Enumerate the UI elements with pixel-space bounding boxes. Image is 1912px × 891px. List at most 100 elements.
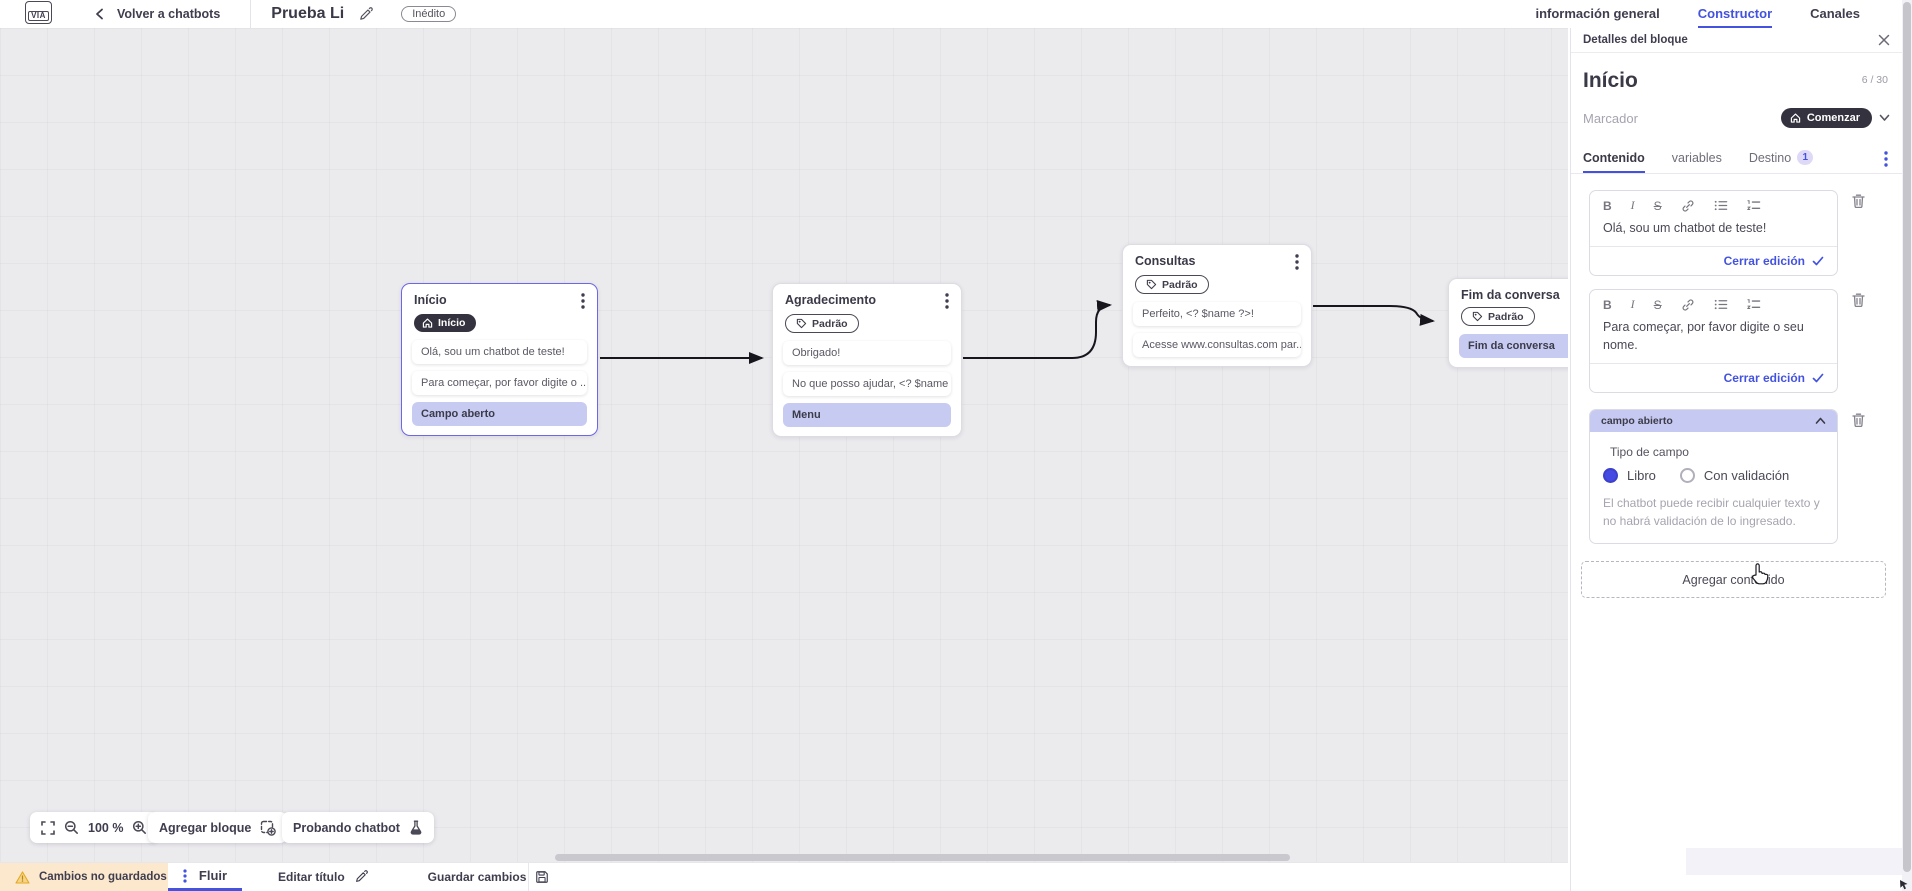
open-field-header[interactable]: campo abierto — [1590, 410, 1837, 433]
panel-title: Detalles del bloque — [1583, 34, 1688, 46]
zoom-controls: 100 % — [30, 812, 159, 843]
node-item[interactable]: Para começar, por favor digite o ... — [412, 371, 587, 395]
unsaved-changes-warning: Cambios no guardados — [0, 863, 168, 891]
open-field-section: campo abierto Tipo de campo Libro Con va… — [1589, 409, 1838, 545]
flow-node-consultas[interactable]: Consultas Padrão Perfeito, <? $name ?>! … — [1122, 244, 1312, 367]
check-icon — [1812, 374, 1824, 383]
bullet-list-icon[interactable] — [1714, 199, 1728, 212]
close-edit-button[interactable]: Cerrar edición — [1590, 246, 1837, 275]
home-icon — [1790, 113, 1800, 123]
node-menu-icon[interactable] — [1295, 254, 1299, 270]
editor-toolbar: B I S — [1590, 191, 1837, 216]
node-default-badge: Padrão — [785, 314, 859, 333]
tag-icon — [796, 318, 807, 329]
node-item-selected[interactable]: Fim da conversa — [1459, 334, 1568, 358]
tag-icon — [1146, 279, 1157, 290]
panel-menu-icon[interactable] — [1884, 144, 1888, 173]
tab-variables[interactable]: variables — [1671, 150, 1722, 165]
top-bar: VIA Volver a chatbots Prueba Li Inédito … — [0, 0, 1902, 28]
bold-icon[interactable]: B — [1603, 198, 1612, 213]
char-counter: 6 / 30 — [1861, 74, 1888, 86]
zoom-out-icon[interactable] — [64, 820, 79, 835]
message-editor[interactable]: B I S Para começar, por favor digite o s… — [1589, 289, 1838, 394]
check-icon — [1812, 256, 1824, 266]
app-logo-text: VIA — [28, 10, 49, 21]
back-chevron-icon[interactable] — [94, 8, 105, 20]
window-scrollbar[interactable] — [1902, 0, 1912, 891]
message-editor[interactable]: B I S Olá, sou um chatbot de teste! Cerr… — [1589, 190, 1838, 277]
chevron-up-icon[interactable] — [1815, 417, 1826, 425]
message-text[interactable]: Olá, sou um chatbot de teste! — [1603, 221, 1767, 235]
node-start-badge: Início — [414, 314, 477, 332]
bullet-list-icon[interactable] — [1714, 298, 1728, 311]
tag-icon — [1472, 311, 1483, 322]
field-help-text: El chatbot puede recibir cualquier texto… — [1603, 496, 1820, 529]
flow-tab[interactable]: Fluir — [168, 863, 242, 891]
radio-libro[interactable]: Libro — [1603, 468, 1656, 484]
save-icon — [536, 871, 549, 883]
app-logo[interactable]: VIA — [25, 0, 52, 24]
node-item[interactable]: No que posso ajudar, <? $name ... — [783, 372, 951, 396]
trash-icon[interactable] — [1851, 412, 1866, 428]
tab-menu-icon[interactable] — [183, 868, 187, 883]
chevron-down-icon[interactable] — [1879, 114, 1890, 122]
panel-tabs: Contenido variables Destino 1 — [1571, 144, 1902, 174]
bold-icon[interactable]: B — [1603, 297, 1612, 312]
node-item[interactable]: Acesse www.consultas.com par... — [1133, 333, 1301, 357]
node-item-selected[interactable]: Campo aberto — [412, 402, 587, 426]
node-item[interactable]: Olá, sou um chatbot de teste! — [412, 340, 587, 364]
numbered-list-icon[interactable] — [1746, 199, 1761, 212]
canvas-horizontal-scrollbar[interactable] — [555, 854, 1290, 861]
node-item[interactable]: Obrigado! — [783, 341, 951, 365]
message-text[interactable]: Para começar, por favor digite o seu nom… — [1603, 320, 1804, 353]
fullscreen-icon[interactable] — [41, 820, 55, 835]
close-icon[interactable] — [1878, 34, 1890, 46]
tab-constructor[interactable]: Constructor — [1697, 0, 1773, 28]
chatbot-title[interactable]: Prueba Li — [271, 5, 345, 22]
flow-node-fim-da-conversa[interactable]: Fim da conversa Padrão Fim da conversa — [1448, 278, 1568, 368]
flow-node-inicio[interactable]: Início Início Olá, sou um chatbot de tes… — [401, 283, 598, 436]
node-default-badge: Padrão — [1135, 275, 1209, 294]
italic-icon[interactable]: I — [1630, 198, 1635, 212]
flow-node-agradecimento[interactable]: Agradecimento Padrão Obrigado! No que po… — [772, 283, 962, 437]
add-content-button[interactable]: Agregar contenido — [1581, 561, 1886, 599]
italic-icon[interactable]: I — [1630, 297, 1635, 312]
trash-icon[interactable] — [1851, 292, 1866, 308]
strikethrough-icon[interactable]: S — [1653, 198, 1662, 213]
radio-con-validacion[interactable]: Con validación — [1679, 468, 1789, 484]
zoom-level: 100 % — [88, 820, 124, 835]
edge-consultas-fim — [1313, 305, 1435, 326]
save-changes-button[interactable]: Guardar cambios — [428, 863, 550, 891]
close-edit-button[interactable]: Cerrar edición — [1590, 363, 1837, 392]
link-icon[interactable] — [1681, 298, 1695, 312]
destino-count-badge: 1 — [1797, 150, 1814, 165]
strikethrough-icon[interactable]: S — [1653, 297, 1662, 312]
trash-icon[interactable] — [1851, 193, 1866, 209]
test-chatbot-button[interactable]: Probando chatbot — [282, 812, 434, 843]
add-block-button[interactable]: Agregar bloque — [148, 812, 288, 843]
block-details-panel: Detalles del bloque Início 6 / 30 Marcad… — [1570, 28, 1902, 891]
numbered-list-icon[interactable] — [1746, 298, 1761, 311]
window-scrollbar-thumb[interactable] — [1903, 2, 1911, 872]
back-to-chatbots-link[interactable]: Volver a chatbots — [117, 7, 221, 21]
node-title: Agradecimento — [785, 293, 876, 307]
add-block-icon — [260, 820, 277, 836]
flask-icon — [409, 820, 423, 835]
tab-canales[interactable]: Canales — [1810, 5, 1860, 21]
node-item[interactable]: Perfeito, <? $name ?>! — [1133, 302, 1301, 326]
marker-select[interactable]: Comenzar — [1780, 108, 1872, 128]
tab-informacion-general[interactable]: información general — [1535, 5, 1660, 21]
block-name-input[interactable]: Início — [1583, 69, 1638, 92]
flow-edges — [600, 299, 1435, 364]
edit-title-button[interactable]: Editar título — [278, 863, 368, 891]
tab-contenido[interactable]: Contenido — [1583, 144, 1645, 173]
zoom-in-icon[interactable] — [132, 820, 147, 835]
flow-canvas[interactable]: Início Início Olá, sou um chatbot de tes… — [0, 28, 1568, 862]
node-menu-icon[interactable] — [945, 293, 949, 309]
editor-toolbar: B I S — [1590, 290, 1837, 315]
node-menu-icon[interactable] — [581, 293, 585, 309]
node-item-selected[interactable]: Menu — [783, 403, 951, 427]
link-icon[interactable] — [1681, 199, 1695, 213]
edit-title-pencil-icon[interactable] — [358, 6, 373, 22]
tab-destino[interactable]: Destino 1 — [1749, 144, 1814, 173]
